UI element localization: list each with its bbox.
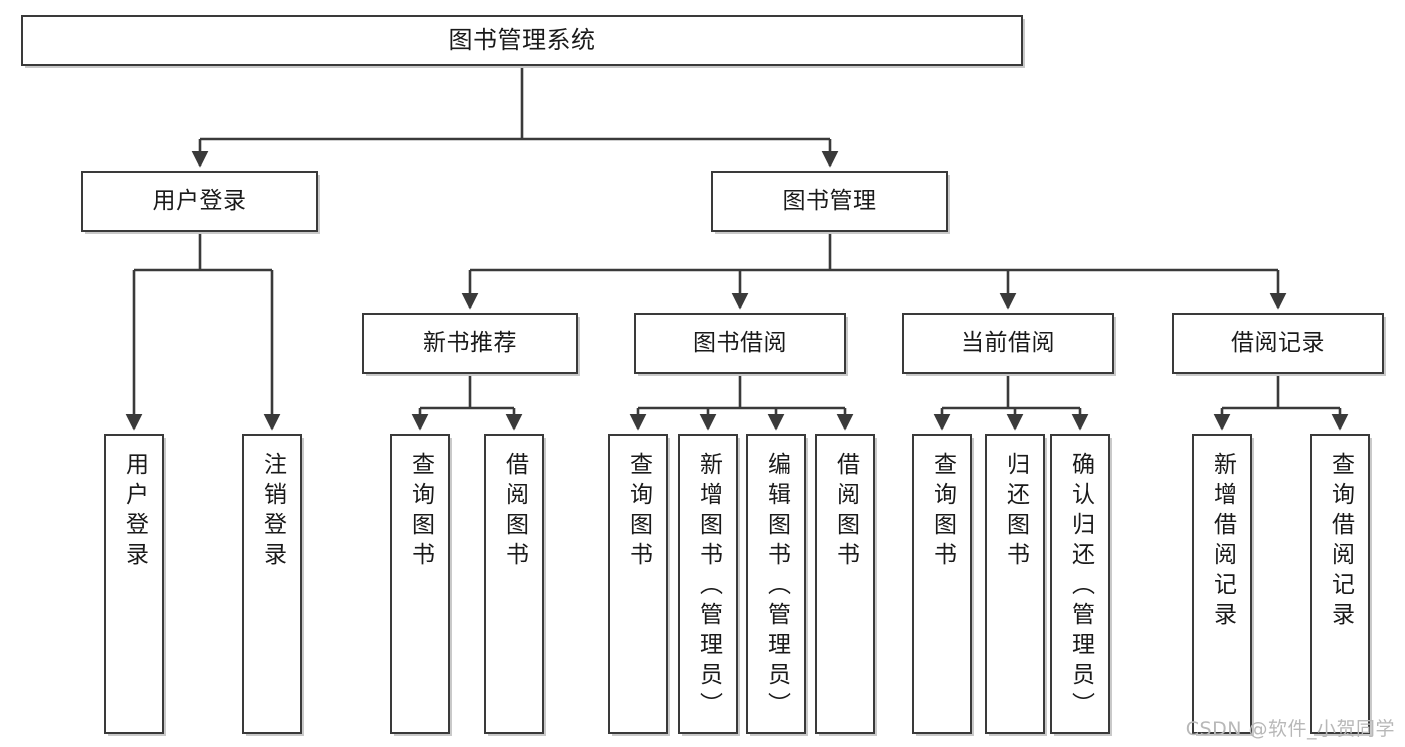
node-new-book-recommend-label: 新书推荐 xyxy=(423,330,517,357)
node-leaf-return-book[interactable]: 归还图书 xyxy=(985,434,1045,734)
node-current-borrow-label: 当前借阅 xyxy=(961,330,1055,357)
node-book-borrow[interactable]: 图书借阅 xyxy=(634,313,846,374)
node-root-label: 图书管理系统 xyxy=(448,25,596,54)
node-borrow-record-label: 借阅记录 xyxy=(1231,330,1325,357)
node-leaf-user-login-label: 用户登录 xyxy=(121,452,148,572)
node-leaf-query-record[interactable]: 查询借阅记录 xyxy=(1310,434,1370,734)
node-leaf-confirm-return[interactable]: 确认归还（管理员） xyxy=(1050,434,1110,734)
node-leaf-query-book-1-label: 查询图书 xyxy=(407,452,434,572)
node-leaf-user-logout-label: 注销登录 xyxy=(259,452,286,572)
node-leaf-edit-book[interactable]: 编辑图书（管理员） xyxy=(746,434,806,734)
node-leaf-borrow-book-1-label: 借阅图书 xyxy=(501,452,528,572)
node-leaf-add-book-label: 新增图书（管理员） xyxy=(695,452,722,722)
node-user-login[interactable]: 用户登录 xyxy=(81,171,318,232)
node-leaf-add-record[interactable]: 新增借阅记录 xyxy=(1192,434,1252,734)
node-current-borrow[interactable]: 当前借阅 xyxy=(902,313,1114,374)
node-leaf-query-book-1[interactable]: 查询图书 xyxy=(390,434,450,734)
node-leaf-query-book-3[interactable]: 查询图书 xyxy=(912,434,972,734)
node-leaf-add-book[interactable]: 新增图书（管理员） xyxy=(678,434,738,734)
node-leaf-query-book-2-label: 查询图书 xyxy=(625,452,652,572)
node-leaf-borrow-book-2[interactable]: 借阅图书 xyxy=(815,434,875,734)
node-leaf-add-record-label: 新增借阅记录 xyxy=(1209,452,1236,632)
node-leaf-confirm-return-label: 确认归还（管理员） xyxy=(1067,452,1094,722)
node-leaf-query-book-2[interactable]: 查询图书 xyxy=(608,434,668,734)
node-book-borrow-label: 图书借阅 xyxy=(693,330,787,357)
node-leaf-borrow-book-2-label: 借阅图书 xyxy=(832,452,859,572)
node-new-book-recommend[interactable]: 新书推荐 xyxy=(362,313,578,374)
node-book-manage[interactable]: 图书管理 xyxy=(711,171,948,232)
node-user-login-label: 用户登录 xyxy=(152,188,247,215)
node-leaf-query-book-3-label: 查询图书 xyxy=(929,452,956,572)
node-leaf-query-record-label: 查询借阅记录 xyxy=(1327,452,1354,632)
node-borrow-record[interactable]: 借阅记录 xyxy=(1172,313,1384,374)
csdn-watermark: CSDN @软件_小贺同学 xyxy=(1185,718,1395,740)
node-book-manage-label: 图书管理 xyxy=(782,188,877,215)
node-leaf-return-book-label: 归还图书 xyxy=(1002,452,1029,572)
node-leaf-edit-book-label: 编辑图书（管理员） xyxy=(763,452,790,722)
node-leaf-user-login[interactable]: 用户登录 xyxy=(104,434,164,734)
node-leaf-borrow-book-1[interactable]: 借阅图书 xyxy=(484,434,544,734)
node-leaf-user-logout[interactable]: 注销登录 xyxy=(242,434,302,734)
node-root[interactable]: 图书管理系统 xyxy=(21,15,1023,66)
